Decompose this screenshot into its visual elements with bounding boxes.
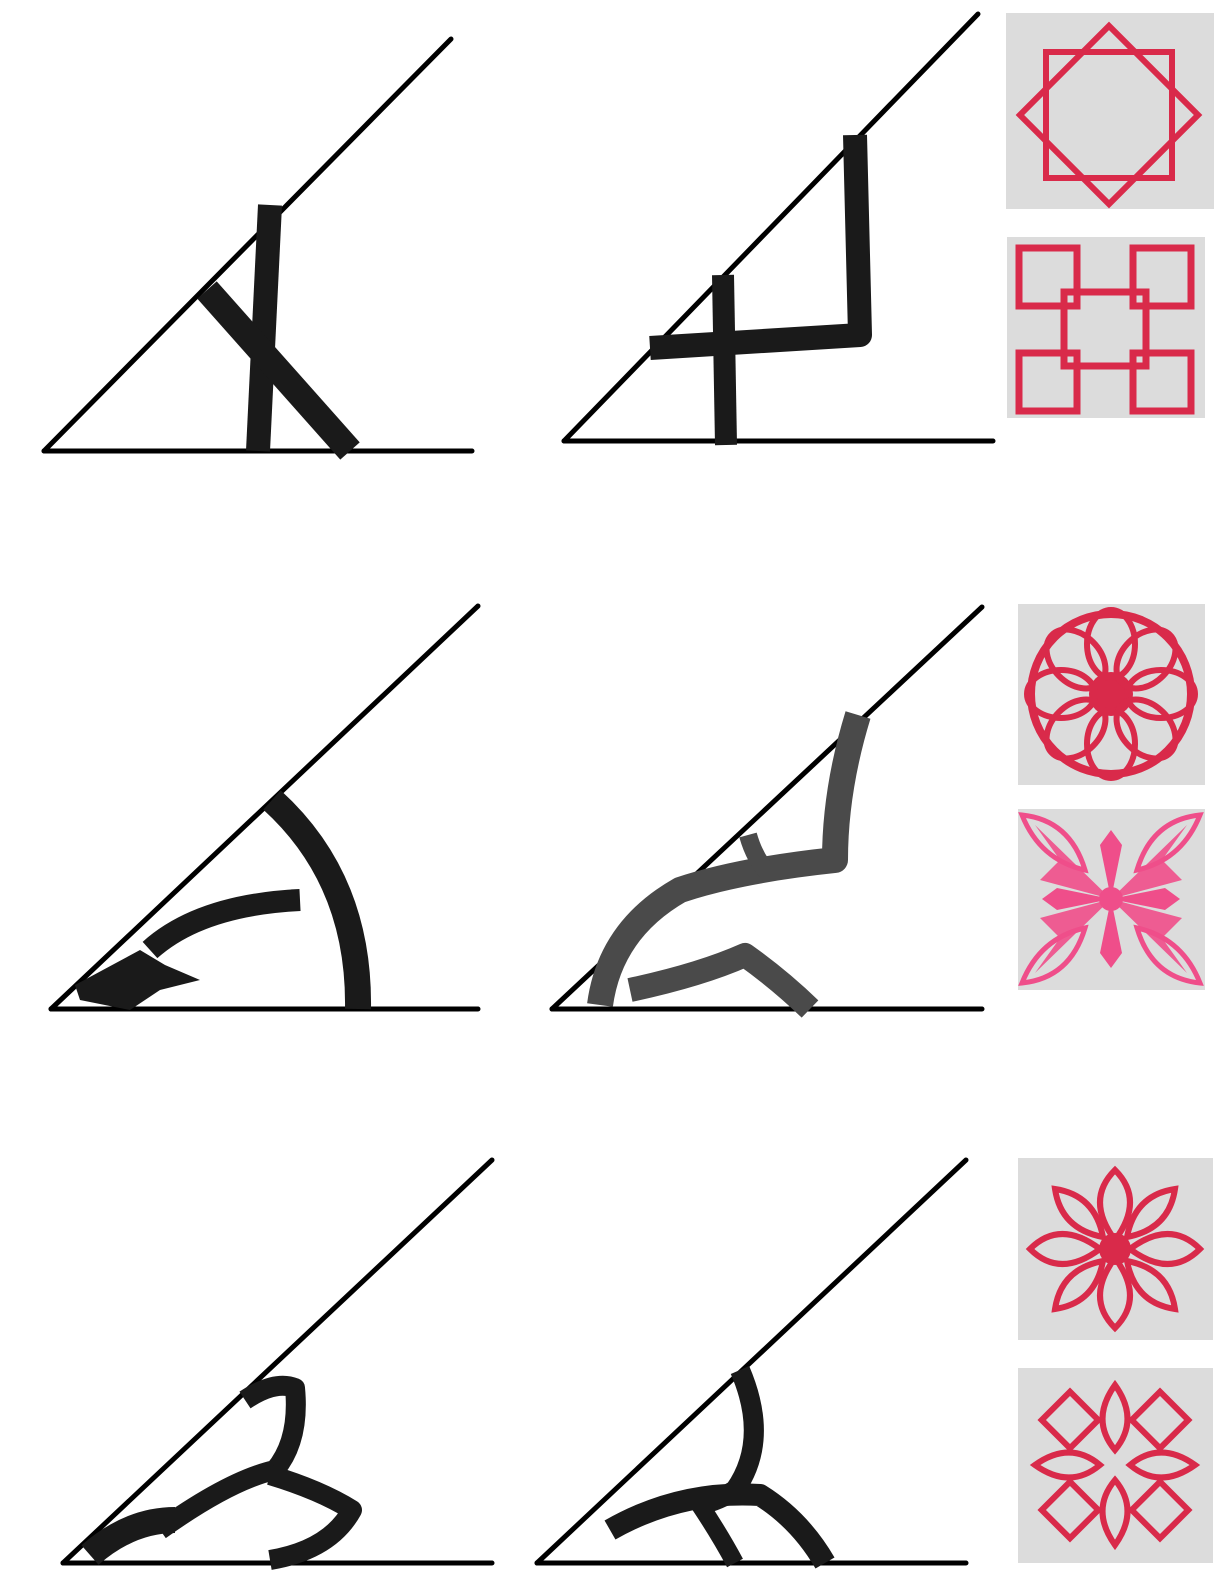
fold-guide-diagonal [564, 14, 978, 441]
paper-cut-photo-octagram [1006, 13, 1214, 209]
cut-diagonal-bar [207, 290, 350, 451]
cut-branch [150, 900, 300, 950]
paper-cut-photo-eight-petal-flower [1018, 1158, 1213, 1340]
cut-leaf-loop-lower [270, 1475, 352, 1560]
paper-cut-photo-circular-flower [1018, 604, 1205, 785]
cut-star-tip [75, 950, 200, 1010]
paper-cut-photo-linked-squares [1007, 237, 1205, 418]
fold-guide-diagonal [63, 1160, 492, 1563]
fold-guide-diagonal [44, 39, 451, 451]
fold-diagram-r1-c1 [44, 39, 472, 451]
paper-cut-photo-star-flower [1018, 1368, 1213, 1563]
cut-lower-loop [630, 955, 810, 1009]
fold-diagram-r3-c2 [537, 1160, 966, 1563]
cut-inner-arc [700, 1505, 735, 1563]
fold-diagram-r2-c2 [552, 607, 982, 1009]
fold-guide-diagonal [51, 606, 478, 1009]
fold-diagram-r3-c1 [63, 1160, 492, 1563]
cut-short-bar [723, 275, 726, 445]
fold-diagram-r1-c2 [564, 14, 993, 445]
fold-diagram-r2-c1 [51, 606, 478, 1010]
paper-cut-photo-butterfly-star [1018, 809, 1205, 990]
cut-vertical-bar [258, 205, 270, 451]
